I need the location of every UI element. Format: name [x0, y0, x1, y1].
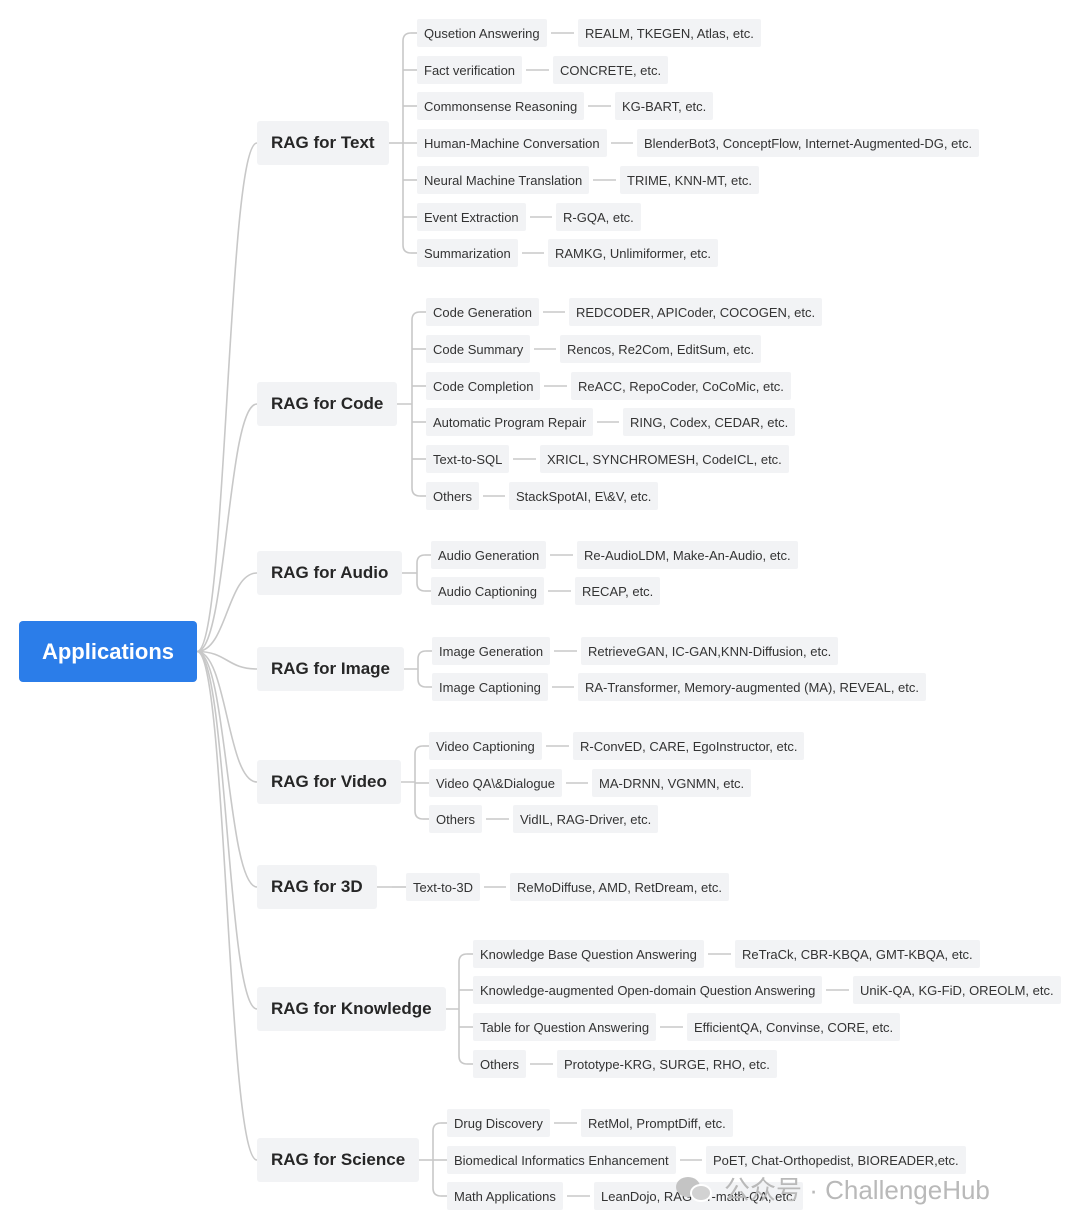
examples-node: R-ConvED, CARE, EgoInstructor, etc. — [573, 732, 805, 760]
subtopic-node: Human-Machine Conversation — [417, 129, 607, 157]
category-rag-for-code: RAG for Code — [257, 382, 398, 426]
examples-node: CONCRETE, etc. — [553, 56, 669, 84]
wechat-icon — [676, 1175, 716, 1203]
examples-node: ReTraCk, CBR-KBQA, GMT-KBQA, etc. — [735, 940, 980, 968]
category-trunk-rag-for-knowledge — [458, 953, 468, 1065]
subtopic-node: Image Captioning — [432, 673, 548, 701]
subtopic-node: Math Applications — [447, 1182, 563, 1210]
subtopic-node: Knowledge Base Question Answering — [473, 940, 704, 968]
examples-node: MA-DRNN, VGNMN, etc. — [592, 769, 752, 797]
category-trunk-rag-for-code — [411, 311, 421, 497]
subtopic-node: Video QA\&Dialogue — [429, 769, 563, 797]
subtopic-node: Table for Question Answering — [473, 1013, 657, 1041]
examples-node: TRIME, KNN-MT, etc. — [620, 166, 759, 194]
root-connector-rag-for-science — [196, 650, 258, 1161]
subtopic-node: Biomedical Informatics Enhancement — [447, 1146, 676, 1174]
subtopic-node: Commonsense Reasoning — [417, 92, 585, 120]
examples-node: RECAP, etc. — [575, 577, 661, 605]
subtopic-node: Text-to-SQL — [426, 445, 510, 473]
subtopic-node: Video Captioning — [429, 732, 542, 760]
examples-node: Rencos, Re2Com, EditSum, etc. — [560, 335, 762, 363]
examples-node: Prototype-KRG, SURGE, RHO, etc. — [557, 1050, 777, 1078]
examples-node: StackSpotAI, E\&V, etc. — [509, 482, 659, 510]
root-connector-rag-for-code — [196, 403, 258, 653]
examples-node: R-GQA, etc. — [556, 203, 641, 231]
root-connector-rag-for-text — [196, 142, 258, 653]
examples-node: RING, Codex, CEDAR, etc. — [623, 408, 796, 436]
subtopic-node: Qusetion Answering — [417, 19, 547, 47]
root-node: Applications — [19, 621, 197, 682]
examples-node: UniK-QA, KG-FiD, OREOLM, etc. — [853, 976, 1061, 1004]
subtopic-node: Code Generation — [426, 298, 540, 326]
examples-node: REALM, TKEGEN, Atlas, etc. — [578, 19, 761, 47]
root-connector-rag-for-3d — [196, 650, 258, 888]
examples-node: RAMKG, Unlimiformer, etc. — [548, 239, 719, 267]
category-trunk-rag-for-image — [417, 650, 427, 688]
examples-node: RA-Transformer, Memory-augmented (MA), R… — [578, 673, 927, 701]
examples-node: KG-BART, etc. — [615, 92, 714, 120]
category-rag-for-science: RAG for Science — [257, 1138, 420, 1182]
root-connector-rag-for-audio — [196, 572, 258, 653]
examples-node: ReACC, RepoCoder, CoCoMic, etc. — [571, 372, 791, 400]
subtopic-node: Automatic Program Repair — [426, 408, 594, 436]
examples-node: PoET, Chat-Orthopedist, BIOREADER,etc. — [706, 1146, 966, 1174]
examples-node: RetMol, PromptDiff, etc. — [581, 1109, 733, 1137]
subtopic-node: Fact verification — [417, 56, 523, 84]
category-trunk-rag-for-audio — [416, 554, 426, 592]
subtopic-node: Image Generation — [432, 637, 551, 665]
subtopic-node: Code Summary — [426, 335, 531, 363]
watermark: 公众号 · ChallengeHub — [676, 1170, 990, 1207]
examples-node: REDCODER, APICoder, COCOGEN, etc. — [569, 298, 823, 326]
examples-node: XRICL, SYNCHROMESH, CodeICL, etc. — [540, 445, 789, 473]
examples-node: VidIL, RAG-Driver, etc. — [513, 805, 659, 833]
examples-node: EfficientQA, Convinse, CORE, etc. — [687, 1013, 901, 1041]
subtopic-node: Neural Machine Translation — [417, 166, 590, 194]
subtopic-node: Others — [429, 805, 483, 833]
examples-node: RetrieveGAN, IC-GAN,KNN-Diffusion, etc. — [581, 637, 839, 665]
root-connector-rag-for-video — [196, 650, 258, 783]
subtopic-node: Text-to-3D — [406, 873, 480, 901]
examples-node: BlenderBot3, ConceptFlow, Internet-Augme… — [637, 129, 980, 157]
subtopic-node: Drug Discovery — [447, 1109, 550, 1137]
root-connector-rag-for-image — [196, 650, 258, 670]
examples-node: Re-AudioLDM, Make-An-Audio, etc. — [577, 541, 798, 569]
subtopic-node: Code Completion — [426, 372, 541, 400]
category-rag-for-text: RAG for Text — [257, 121, 389, 165]
subtopic-node: Others — [473, 1050, 527, 1078]
examples-node: ReMoDiffuse, AMD, RetDream, etc. — [510, 873, 729, 901]
category-rag-for-audio: RAG for Audio — [257, 551, 403, 595]
category-rag-for-3d: RAG for 3D — [257, 865, 377, 909]
category-rag-for-knowledge: RAG for Knowledge — [257, 987, 446, 1031]
root-connector-rag-for-knowledge — [196, 650, 258, 1010]
watermark-text: 公众号 · ChallengeHub — [724, 1175, 990, 1205]
subtopic-node: Knowledge-augmented Open-domain Question… — [473, 976, 823, 1004]
subtopic-node: Audio Generation — [431, 541, 547, 569]
category-rag-for-video: RAG for Video — [257, 760, 401, 804]
subtopic-node: Event Extraction — [417, 203, 526, 231]
subtopic-node: Summarization — [417, 239, 518, 267]
category-rag-for-image: RAG for Image — [257, 647, 405, 691]
subtopic-node: Audio Captioning — [431, 577, 545, 605]
subtopic-node: Others — [426, 482, 480, 510]
